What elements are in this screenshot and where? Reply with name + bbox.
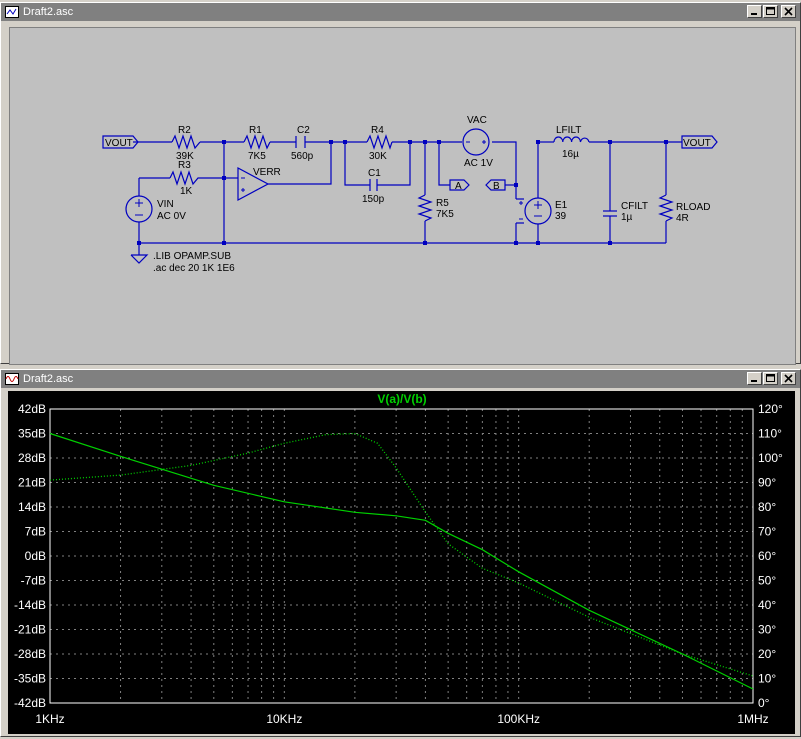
y-left-tick-label: 42dB bbox=[18, 402, 46, 416]
r4-value: 30K bbox=[369, 151, 387, 162]
plot-window-title: Draft2.asc bbox=[23, 373, 74, 385]
y-left-tick-label: 28dB bbox=[18, 451, 46, 465]
r4-name: R4 bbox=[371, 125, 384, 136]
plot-minimize-button[interactable] bbox=[747, 372, 762, 385]
y-axis-right-ticks: 120° 110° 100° 90° 80° 70° 60° 50° 40° 30° 20° 10° 0… bbox=[758, 402, 783, 710]
y-left-tick-label: -21dB bbox=[14, 623, 46, 637]
y-right-tick-label: 0° bbox=[758, 696, 770, 710]
r2-value: 39K bbox=[176, 151, 194, 162]
y-right-tick-label: 20° bbox=[758, 647, 776, 661]
schematic-titlebar[interactable]: Draft2.asc bbox=[1, 3, 800, 21]
y-axis-left-ticks: 42dB 35dB 28dB 21dB 14dB 7dB 0dB -7dB -14dB -21dB… bbox=[14, 402, 46, 710]
lfilt-name: LFILT bbox=[556, 125, 581, 136]
y-right-tick-label: 40° bbox=[758, 598, 776, 612]
c1-value: 150p bbox=[362, 194, 385, 205]
close-icon bbox=[784, 7, 793, 16]
maximize-icon bbox=[766, 374, 775, 382]
trace-lines bbox=[49, 432, 754, 690]
y-left-tick-label: -14dB bbox=[14, 598, 46, 612]
r2-name: R2 bbox=[178, 125, 191, 136]
y-left-tick-label: -42dB bbox=[14, 696, 46, 710]
minimize-button[interactable] bbox=[747, 5, 762, 18]
rload-name: RLOAD bbox=[676, 202, 710, 213]
plot-titlebar[interactable]: Draft2.asc bbox=[1, 370, 800, 388]
x-axis-ticks: 1KHz 10KHz 100KHz 1MHz bbox=[35, 712, 768, 726]
y-left-tick-label: 7dB bbox=[25, 525, 46, 539]
x-tick-label: 1MHz bbox=[737, 712, 768, 726]
r1-name: R1 bbox=[249, 125, 262, 136]
y-left-tick-label: 21dB bbox=[18, 476, 46, 490]
y-right-tick-label: 70° bbox=[758, 525, 776, 539]
y-left-tick-label: -28dB bbox=[14, 647, 46, 661]
cfilt-value: 1µ bbox=[621, 212, 633, 223]
vin-name: VIN bbox=[157, 199, 174, 210]
trace-title[interactable]: V(a)/V(b) bbox=[377, 392, 426, 406]
waveform-icon bbox=[5, 373, 19, 385]
y-left-tick-label: -35dB bbox=[14, 672, 46, 686]
c1-name: C1 bbox=[368, 168, 381, 179]
vout-left-label: VOUT bbox=[105, 138, 133, 149]
vin-value: AC 0V bbox=[157, 211, 186, 222]
y-left-tick-label: 14dB bbox=[18, 500, 46, 514]
y-right-tick-label: 50° bbox=[758, 574, 776, 588]
plot-maximize-button[interactable] bbox=[763, 372, 778, 385]
spice-lib-directive: .LIB OPAMP.SUB bbox=[153, 251, 231, 262]
y-left-tick-label: -7dB bbox=[21, 574, 46, 588]
y-right-tick-label: 60° bbox=[758, 549, 776, 563]
schematic-doc-icon bbox=[5, 6, 19, 18]
close-icon bbox=[784, 374, 793, 383]
x-tick-label: 10KHz bbox=[266, 712, 302, 726]
y-right-tick-label: 110° bbox=[758, 427, 782, 441]
y-right-tick-label: 120° bbox=[758, 402, 783, 416]
y-right-tick-label: 80° bbox=[758, 500, 776, 514]
y-left-tick-label: 0dB bbox=[25, 549, 46, 563]
plot-grid bbox=[50, 409, 753, 703]
verr-name: VERR bbox=[253, 167, 281, 178]
cfilt-name: CFILT bbox=[621, 201, 648, 212]
vout-right-label: VOUT bbox=[683, 138, 711, 149]
y-left-tick-label: 35dB bbox=[18, 427, 46, 441]
phase-trace[interactable] bbox=[49, 432, 754, 677]
plot-pane[interactable]: 42dB 35dB 28dB 21dB 14dB 7dB 0dB -7dB -14dB -21dB… bbox=[8, 391, 795, 734]
x-tick-label: 100KHz bbox=[497, 712, 540, 726]
r1-value: 7K5 bbox=[248, 151, 266, 162]
schematic-window: Draft2.asc bbox=[0, 2, 801, 365]
vac-value: AC 1V bbox=[464, 158, 493, 169]
maximize-icon bbox=[766, 7, 775, 15]
y-right-tick-label: 100° bbox=[758, 451, 783, 465]
bode-plot[interactable]: 42dB 35dB 28dB 21dB 14dB 7dB 0dB -7dB -14dB -21dB… bbox=[8, 391, 795, 734]
schematic-canvas[interactable]: VOUT R2 39K R1 7K5 C2 560p R4 30K VAC AC… bbox=[9, 27, 796, 365]
vac-name: VAC bbox=[467, 115, 487, 126]
close-button[interactable] bbox=[781, 5, 796, 18]
r5-value: 7K5 bbox=[436, 209, 454, 220]
c2-name: C2 bbox=[297, 125, 310, 136]
r5-name: R5 bbox=[436, 198, 449, 209]
rload-value: 4R bbox=[676, 213, 689, 224]
magnitude-trace[interactable] bbox=[49, 432, 754, 690]
minimize-icon bbox=[751, 380, 757, 382]
y-right-tick-label: 10° bbox=[758, 672, 776, 686]
y-right-tick-label: 90° bbox=[758, 476, 776, 490]
plot-frame bbox=[49, 408, 754, 704]
net-label-b: B bbox=[493, 181, 500, 192]
e1-name: E1 bbox=[555, 200, 568, 211]
r3-value: 1K bbox=[180, 186, 193, 197]
y-right-tick-label: 30° bbox=[758, 623, 776, 637]
x-tick-label: 1KHz bbox=[35, 712, 64, 726]
r3-name: R3 bbox=[178, 160, 191, 171]
minimize-icon bbox=[751, 13, 757, 15]
e1-value: 39 bbox=[555, 211, 567, 222]
lfilt-value: 16µ bbox=[562, 149, 579, 160]
net-label-a: A bbox=[455, 181, 462, 192]
circuit-diagram: VOUT R2 39K R1 7K5 C2 560p R4 30K VAC AC… bbox=[102, 115, 718, 274]
c2-value: 560p bbox=[291, 151, 314, 162]
plot-close-button[interactable] bbox=[781, 372, 796, 385]
spice-ac-directive: .ac dec 20 1K 1E6 bbox=[153, 263, 235, 274]
maximize-button[interactable] bbox=[763, 5, 778, 18]
schematic-window-title: Draft2.asc bbox=[23, 6, 74, 18]
